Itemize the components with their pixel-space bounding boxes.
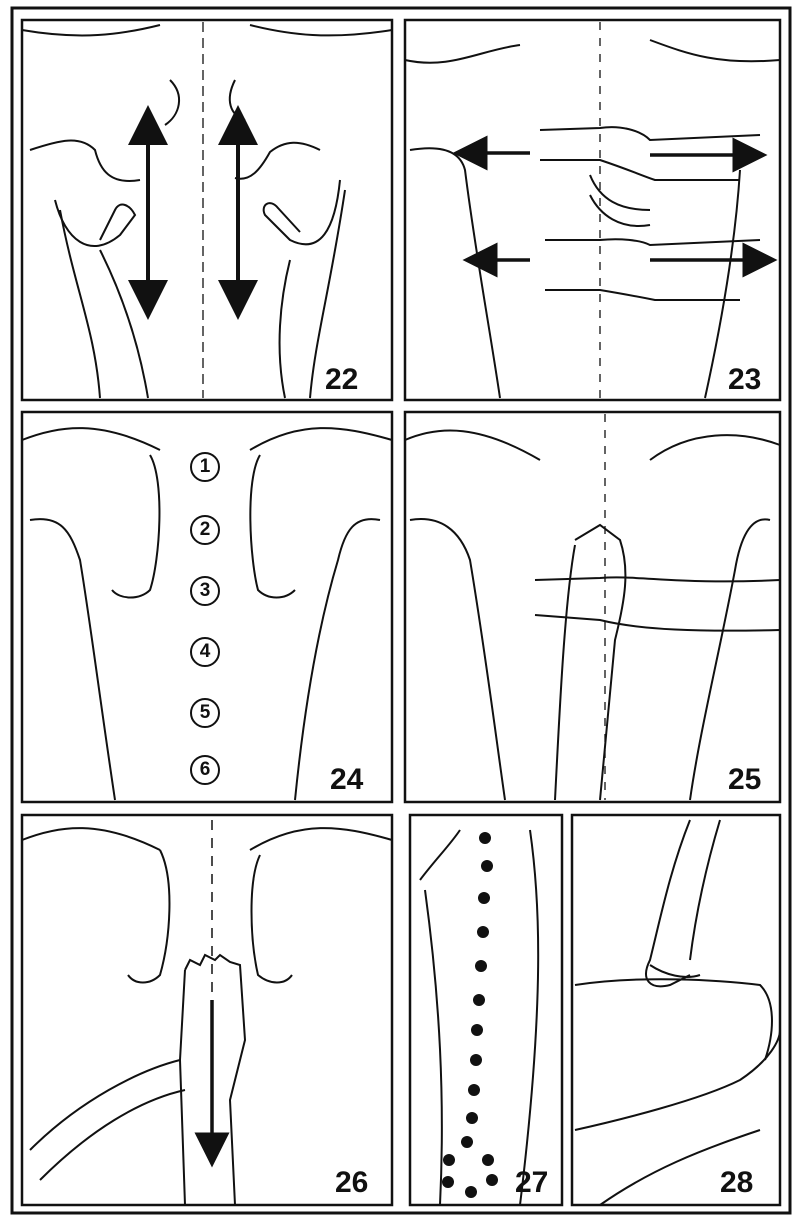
spine-point-1: 1 (190, 452, 220, 482)
panel-27-frame (410, 815, 562, 1205)
panel-28-frame (572, 815, 780, 1205)
panel-number-25: 25 (728, 765, 761, 795)
panel-25-drawing (405, 414, 780, 800)
panel-number-28: 28 (720, 1168, 753, 1198)
panel-number-24: 24 (330, 765, 363, 795)
panel-26-drawing (22, 820, 392, 1205)
panel-number-22: 22 (325, 365, 358, 395)
spine-point-3: 3 (190, 576, 220, 606)
panel-22-drawing (22, 22, 392, 398)
panel-27-points (442, 832, 498, 1198)
panel-23-drawing (405, 22, 780, 398)
panel-24-drawing (22, 428, 392, 800)
panel-27-drawing (420, 830, 538, 1205)
panel-number-23: 23 (728, 365, 761, 395)
spine-point-2: 2 (190, 515, 220, 545)
panel-number-26: 26 (335, 1168, 368, 1198)
panel-23-frame (405, 20, 780, 400)
panel-22-frame (22, 20, 392, 400)
outer-frame (12, 8, 790, 1213)
spine-point-5: 5 (190, 698, 220, 728)
spine-point-4: 4 (190, 637, 220, 667)
spine-point-6: 6 (190, 755, 220, 785)
panel-number-27: 27 (515, 1168, 548, 1198)
panel-28-drawing (575, 820, 780, 1205)
panel-25-frame (405, 412, 780, 802)
